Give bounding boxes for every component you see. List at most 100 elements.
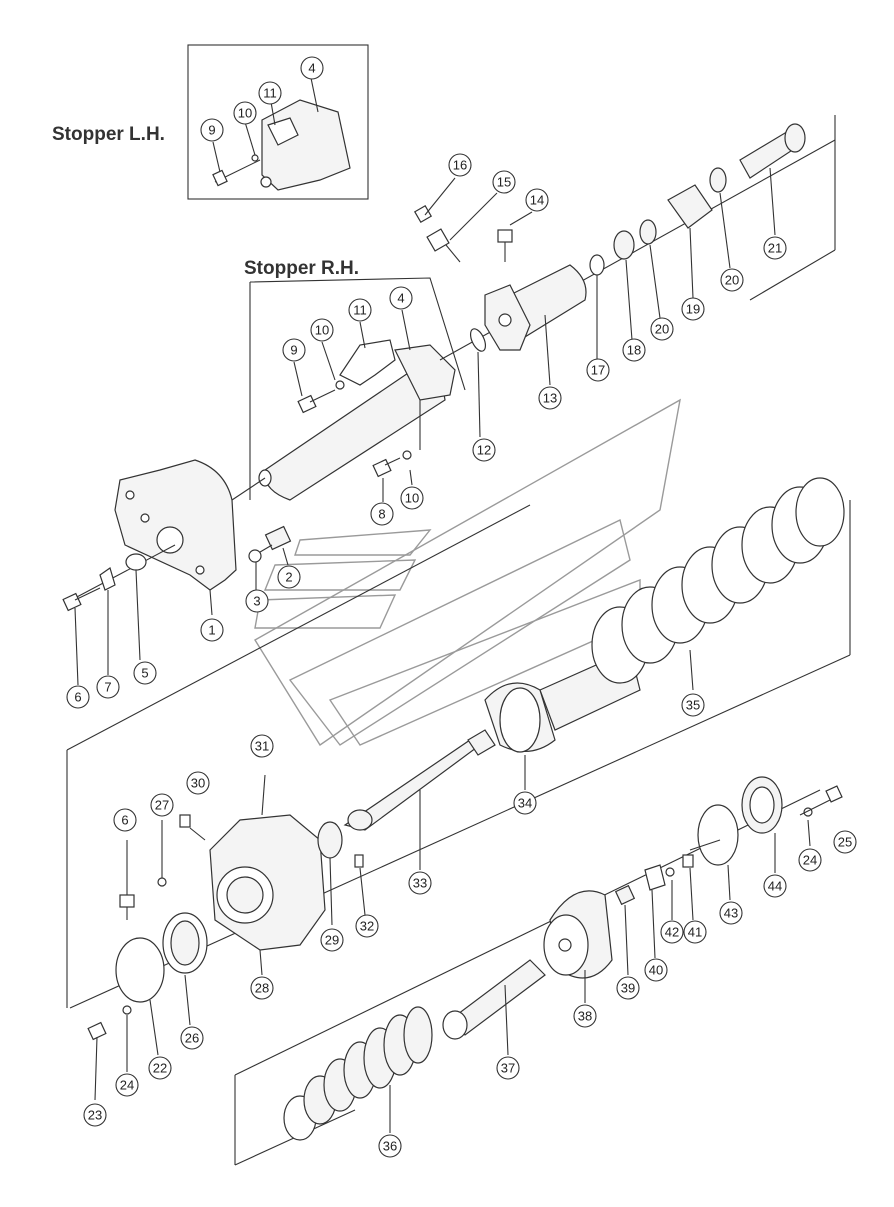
callout-12: 12 xyxy=(472,438,496,462)
callout-24-left: 24 xyxy=(115,1073,139,1097)
callout-19: 19 xyxy=(681,297,705,321)
callout-34: 34 xyxy=(513,791,537,815)
stopper-lh-inset xyxy=(187,44,369,200)
callout-30: 30 xyxy=(186,771,210,795)
callout-20-right: 20 xyxy=(720,268,744,292)
svg-text:32: 32 xyxy=(360,919,374,934)
svg-text:24: 24 xyxy=(120,1078,134,1093)
callout-37: 37 xyxy=(496,1056,520,1080)
callout-6-lower: 6 xyxy=(113,808,137,832)
svg-text:41: 41 xyxy=(688,925,702,940)
callout-31: 31 xyxy=(250,734,274,758)
svg-text:36: 36 xyxy=(383,1139,397,1154)
svg-text:15: 15 xyxy=(497,175,511,190)
svg-text:1: 1 xyxy=(208,623,215,638)
svg-text:20: 20 xyxy=(725,273,739,288)
callout-8: 8 xyxy=(370,502,394,526)
svg-text:10: 10 xyxy=(238,106,252,121)
svg-text:2: 2 xyxy=(285,570,292,585)
svg-text:34: 34 xyxy=(518,796,532,811)
callout-28: 28 xyxy=(250,976,274,1000)
upper-cylinder-group xyxy=(413,139,836,438)
svg-text:38: 38 xyxy=(578,1009,592,1024)
svg-text:39: 39 xyxy=(621,981,635,996)
callout-39: 39 xyxy=(616,976,640,1000)
stopper-rh-title: Stopper R.H. xyxy=(244,258,359,279)
svg-text:5: 5 xyxy=(141,666,148,681)
callout-7: 7 xyxy=(96,675,120,699)
svg-text:24: 24 xyxy=(803,853,817,868)
callout-23: 23 xyxy=(83,1103,107,1127)
callout-36: 36 xyxy=(378,1134,402,1158)
svg-text:43: 43 xyxy=(724,906,738,921)
upper-right-parts xyxy=(589,115,836,360)
svg-text:6: 6 xyxy=(74,690,81,705)
callout-11-rh: 11 xyxy=(348,298,372,322)
callout-2: 2 xyxy=(277,565,301,589)
callout-43: 43 xyxy=(719,901,743,925)
callout-10-rh: 10 xyxy=(310,318,334,342)
callout-21: 21 xyxy=(763,236,787,260)
callout-35: 35 xyxy=(681,693,705,717)
svg-text:3: 3 xyxy=(253,594,260,609)
svg-text:7: 7 xyxy=(104,680,111,695)
callout-5: 5 xyxy=(133,661,157,685)
callout-6-upper: 6 xyxy=(66,685,90,709)
svg-text:23: 23 xyxy=(88,1108,102,1123)
callout-14: 14 xyxy=(525,188,549,212)
svg-text:37: 37 xyxy=(501,1061,515,1076)
callout-9-lh: 9 xyxy=(200,118,224,142)
lower-right-group xyxy=(234,776,843,1166)
callout-4-rh: 4 xyxy=(389,286,413,310)
svg-text:33: 33 xyxy=(413,876,427,891)
svg-text:29: 29 xyxy=(325,933,339,948)
svg-text:30: 30 xyxy=(191,776,205,791)
callout-10-lower: 10 xyxy=(400,486,424,510)
svg-text:20: 20 xyxy=(655,322,669,337)
callout-42: 42 xyxy=(660,920,684,944)
svg-text:16: 16 xyxy=(453,158,467,173)
svg-text:13: 13 xyxy=(543,391,557,406)
svg-text:14: 14 xyxy=(530,193,544,208)
svg-text:40: 40 xyxy=(649,963,663,978)
callout-38: 38 xyxy=(573,1004,597,1028)
main-rod-spring-group xyxy=(66,477,851,1009)
callout-17: 17 xyxy=(586,358,610,382)
svg-text:4: 4 xyxy=(308,61,315,76)
svg-text:27: 27 xyxy=(155,798,169,813)
callout-13: 13 xyxy=(538,386,562,410)
callout-29: 29 xyxy=(320,928,344,952)
svg-text:28: 28 xyxy=(255,981,269,996)
callout-44: 44 xyxy=(763,874,787,898)
spring-36 xyxy=(283,1006,433,1141)
callout-26: 26 xyxy=(180,1026,204,1050)
callout-9-rh: 9 xyxy=(282,338,306,362)
lower-housing-group xyxy=(87,774,366,1101)
callout-20-left: 20 xyxy=(650,317,674,341)
svg-text:9: 9 xyxy=(290,343,297,358)
svg-text:44: 44 xyxy=(768,879,782,894)
callout-41: 41 xyxy=(683,920,707,944)
svg-text:10: 10 xyxy=(405,491,419,506)
callout-11-lh: 11 xyxy=(258,81,282,105)
stopper-lh-title: Stopper L.H. xyxy=(52,124,165,145)
callout-22: 22 xyxy=(148,1056,172,1080)
svg-text:8: 8 xyxy=(378,507,385,522)
callout-40: 40 xyxy=(644,958,668,982)
stopper-rh-inset xyxy=(249,277,466,502)
callout-1: 1 xyxy=(200,618,224,642)
callout-10-lh: 10 xyxy=(233,101,257,125)
svg-text:22: 22 xyxy=(153,1061,167,1076)
svg-text:11: 11 xyxy=(353,303,367,318)
callout-3: 3 xyxy=(245,589,269,613)
svg-text:31: 31 xyxy=(255,739,269,754)
svg-text:18: 18 xyxy=(627,343,641,358)
svg-text:11: 11 xyxy=(263,86,277,101)
svg-text:10: 10 xyxy=(315,323,329,338)
small-parts-upper xyxy=(62,525,292,686)
svg-text:26: 26 xyxy=(185,1031,199,1046)
callout-4-lh: 4 xyxy=(300,56,324,80)
svg-text:35: 35 xyxy=(686,698,700,713)
